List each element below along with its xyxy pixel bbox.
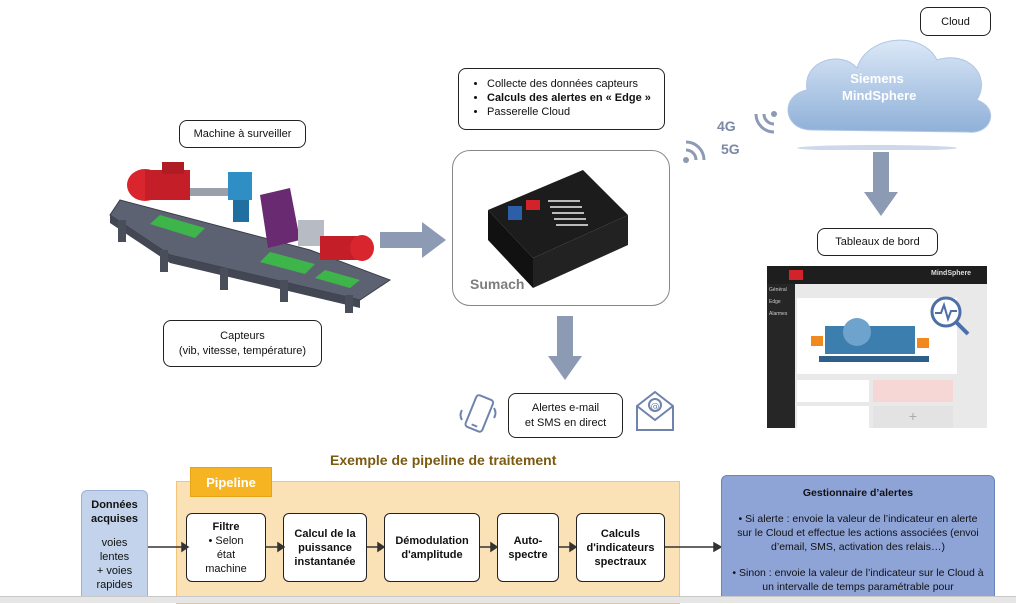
sensors-label-line1: Capteurs bbox=[220, 329, 265, 342]
dashboard-panel-machine bbox=[797, 298, 957, 374]
alert-manager-para-2: • Sinon : envoie la valeur de l’indicate… bbox=[732, 567, 984, 593]
dashboard-panel-gauge-3 bbox=[797, 406, 869, 428]
sensors-label-line2: (vib, vitesse, température) bbox=[178, 344, 307, 357]
sensors-label: Capteurs (vib, vitesse, température) bbox=[163, 320, 322, 367]
acquired-data-line-1: voies bbox=[101, 537, 128, 549]
bottom-scrollbar[interactable] bbox=[0, 596, 1016, 603]
network-5g: 5G bbox=[721, 141, 740, 157]
dashboard-machine-image bbox=[811, 318, 929, 362]
wireless-signal-icon bbox=[683, 140, 706, 163]
machine-illustration bbox=[109, 162, 392, 313]
dashboard-nav-3[interactable]: Alarmes bbox=[769, 311, 788, 317]
dashboard-topbar: MindSphere bbox=[767, 266, 987, 284]
dashboard-screenshot: MindSphere Général Edge Alarmes + bbox=[767, 266, 987, 428]
acquired-data-title-1: Données bbox=[91, 499, 138, 511]
machine-label: Machine à surveiller bbox=[179, 120, 306, 148]
alerts-line1: Alertes e-mail bbox=[531, 401, 600, 414]
dashboard-sidenav: Général Edge Alarmes bbox=[767, 284, 795, 428]
step-demod-line-2: d'amplitude bbox=[401, 548, 463, 561]
arrow-down-icon-2 bbox=[864, 152, 898, 216]
cloud-label-text: Cloud bbox=[941, 15, 970, 28]
phone-icon bbox=[459, 394, 497, 433]
pipeline-step-autospectrum: Auto- spectre bbox=[497, 513, 559, 582]
dashboard-main: + bbox=[795, 284, 987, 428]
email-icon: @ bbox=[636, 390, 674, 431]
acquired-data-line-3: + voies bbox=[96, 565, 133, 577]
pipeline-step-indicators: Calculs d'indicateurs spectraux bbox=[576, 513, 665, 582]
step-auto-line-1: Auto- bbox=[513, 534, 543, 547]
pipeline-step-demodulation: Démodulation d'amplitude bbox=[384, 513, 480, 582]
gateway-device-image bbox=[488, 170, 628, 288]
machine-label-text: Machine à surveiller bbox=[193, 128, 292, 140]
filter-line-1: • Selon bbox=[208, 534, 244, 547]
step-power-line-3: instantanée bbox=[294, 555, 356, 568]
acquired-data-line-2: lentes bbox=[99, 551, 130, 563]
alerts-line2: et SMS en direct bbox=[524, 416, 607, 429]
alert-manager-para-1: • Si alerte : envoie la valeur de l’indi… bbox=[737, 513, 979, 553]
step-power-line-1: Calcul de la bbox=[294, 527, 356, 540]
alerts-box: Alertes e-mail et SMS en direct bbox=[508, 393, 623, 438]
cloud-icon bbox=[787, 39, 992, 150]
gateway-brand: Sumach bbox=[470, 276, 525, 292]
pipeline-step-filter: Filtre • Selon état machine bbox=[186, 513, 266, 582]
network-4g: 4G bbox=[717, 118, 736, 134]
filter-line-3: machine bbox=[205, 562, 247, 575]
dashboard-add-widget-icon[interactable]: + bbox=[873, 406, 953, 428]
acquired-data-title-2: acquises bbox=[90, 513, 139, 525]
cloud-brand-line2: MindSphere bbox=[842, 88, 917, 103]
filter-line-2: état bbox=[216, 548, 236, 561]
edge-feature-1: Collecte des données capteurs bbox=[487, 77, 656, 91]
dashboard-app-name: MindSphere bbox=[931, 270, 972, 277]
dashboard-logo bbox=[789, 270, 803, 280]
arrow-down-icon bbox=[548, 316, 582, 380]
arrow-right-icon bbox=[380, 222, 446, 258]
pipeline-tag: Pipeline bbox=[190, 467, 272, 497]
acquired-data-line-4: rapides bbox=[96, 579, 133, 591]
edge-features-box: Collecte des données capteurs Calculs de… bbox=[458, 68, 665, 130]
step-ind-line-1: Calculs bbox=[600, 527, 641, 540]
dashboard-nav-1[interactable]: Général bbox=[769, 287, 787, 293]
pipeline-connectors bbox=[148, 541, 723, 553]
pipeline-title: Exemple de pipeline de traitement bbox=[330, 452, 557, 468]
cloud-brand: Siemens MindSphere bbox=[842, 70, 917, 104]
edge-feature-3: Passerelle Cloud bbox=[487, 105, 656, 119]
edge-feature-2: Calculs des alertes en « Edge » bbox=[487, 91, 656, 105]
step-ind-line-2: d'indicateurs bbox=[586, 541, 655, 554]
cloud-brand-line1: Siemens bbox=[850, 71, 904, 86]
magnifier-chart-icon bbox=[930, 296, 970, 336]
step-demod-line-1: Démodulation bbox=[395, 534, 469, 547]
wireless-signal-icon-2 bbox=[754, 111, 777, 134]
cloud-label: Cloud bbox=[920, 7, 991, 36]
dashboard-panel-gauge-1 bbox=[797, 380, 869, 402]
dashboards-label: Tableaux de bord bbox=[817, 228, 938, 256]
step-power-line-2: puissance bbox=[298, 541, 352, 554]
alert-manager-title: Gestionnaire d’alertes bbox=[802, 487, 914, 499]
dashboards-label-text: Tableaux de bord bbox=[835, 236, 920, 248]
alert-manager-box: Gestionnaire d’alertes • Si alerte : env… bbox=[721, 475, 995, 602]
dashboard-panel-gauge-2 bbox=[873, 380, 953, 402]
acquired-data-box: Données acquises voies lentes + voies ra… bbox=[81, 490, 148, 602]
pipeline-step-power: Calcul de la puissance instantanée bbox=[283, 513, 367, 582]
svg-text:@: @ bbox=[651, 402, 660, 412]
step-auto-line-2: spectre bbox=[508, 548, 548, 561]
step-ind-line-3: spectraux bbox=[594, 555, 647, 568]
dashboard-nav-2[interactable]: Edge bbox=[769, 299, 781, 305]
filter-title: Filtre bbox=[212, 520, 240, 533]
